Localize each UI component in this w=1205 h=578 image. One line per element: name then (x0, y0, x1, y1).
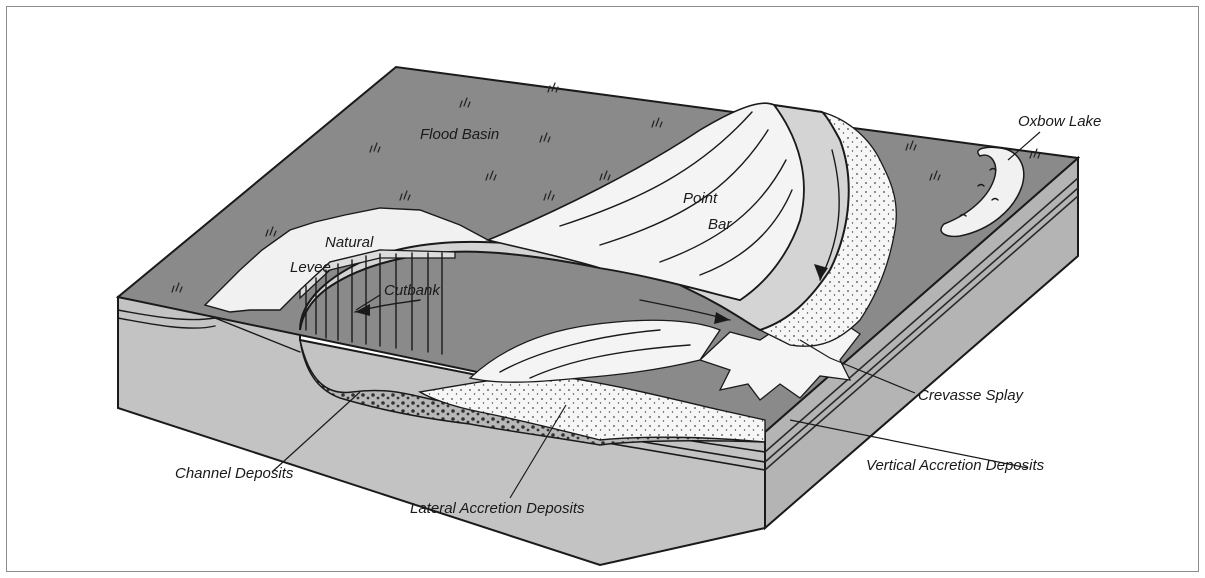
label-levee: Levee (290, 259, 331, 276)
label-bar: Bar (708, 216, 732, 233)
label-channel-deposits: Channel Deposits (175, 465, 294, 482)
label-vertical-accretion: Vertical Accretion Deposits (866, 457, 1045, 474)
label-cutbank: Cutbank (384, 282, 441, 299)
label-flood-basin: Flood Basin (420, 126, 499, 143)
label-crevasse-splay: Crevasse Splay (918, 387, 1025, 404)
label-point: Point (683, 190, 718, 207)
label-natural: Natural (325, 234, 374, 251)
label-lateral-accretion: Lateral Accretion Deposits (410, 500, 585, 517)
label-oxbow-lake: Oxbow Lake (1018, 113, 1101, 130)
